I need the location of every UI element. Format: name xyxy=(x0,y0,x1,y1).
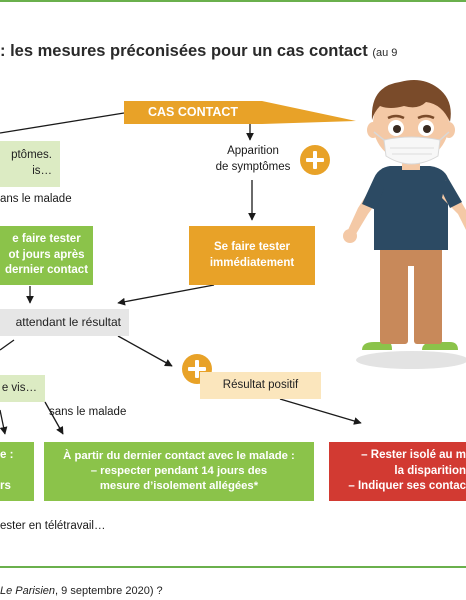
source-caption: Le Parisien, 9 septembre 2020) ? xyxy=(0,585,163,597)
sans-le-malade-1: ans le malade xyxy=(0,193,72,205)
source-date: , 9 septembre 2020) ? xyxy=(55,585,163,597)
green-left-box: e : rs xyxy=(0,442,34,501)
cas-contact-label: CAS CONTACT xyxy=(124,101,262,124)
child-with-mask-illustration xyxy=(343,80,466,369)
plus-icon xyxy=(300,145,330,175)
top-rule xyxy=(0,0,466,2)
title-main: : les mesures préconisées pour un cas co… xyxy=(0,42,368,60)
arrow-to-green-center xyxy=(44,401,64,435)
title-note: (au 9 xyxy=(372,47,398,59)
arrow-contact-to-left xyxy=(0,112,125,134)
arrow-positive-to-red xyxy=(279,398,362,425)
vis-left-box: e vis… xyxy=(0,375,45,402)
page-title: : les mesures préconisées pour un cas co… xyxy=(0,42,466,61)
symptomes-left-box: ptômes. is… xyxy=(0,141,60,187)
arrow-wait-to-left xyxy=(0,339,15,351)
teletravail-text: ester en télétravail… xyxy=(0,520,106,532)
source-publication: Le Parisien xyxy=(0,585,56,597)
arrow-to-green-left xyxy=(0,409,8,435)
faire-tester-left-box: e faire tester ot jours après dernier co… xyxy=(0,226,93,285)
sans-le-malade-2: sans le malade xyxy=(49,406,127,418)
faire-tester-immediat-box: Se faire tester immédiatement xyxy=(189,226,315,285)
apparition-symptomes: Apparition de symptômes xyxy=(215,145,291,173)
arrow-wait-to-positive xyxy=(117,335,173,367)
bottom-rule xyxy=(0,566,466,568)
resultat-positif-box: Résultat positif xyxy=(200,372,321,399)
red-right-box: – Rester isolé au m la disparition – Ind… xyxy=(329,442,466,501)
green-center-box: À partir du dernier contact avec le mala… xyxy=(44,442,314,501)
arrow-test-to-wait xyxy=(117,284,215,306)
attendant-resultat-box: attendant le résultat xyxy=(0,309,129,336)
